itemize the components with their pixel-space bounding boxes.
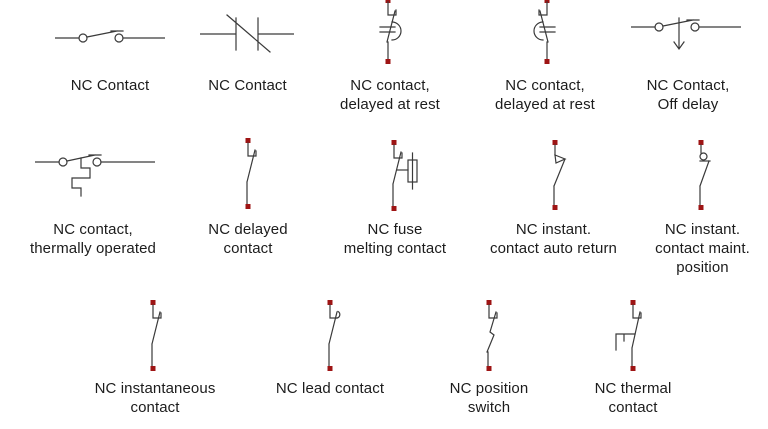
symbol-nc-contact-delayed-rest-right[interactable] <box>368 0 412 64</box>
nc-instantaneous-contact-icon <box>150 300 162 371</box>
symbol-nc-contact-thermally-operated[interactable] <box>35 150 155 200</box>
symbol-nc-contact-crossed[interactable] <box>200 12 294 56</box>
nc-delayed-contact-icon <box>245 138 257 209</box>
symbol-label: NC Contact <box>208 77 287 94</box>
symbol-nc-instant-contact-maint-position[interactable] <box>686 140 716 210</box>
nc-position-switch-icon <box>486 300 498 371</box>
symbol-label: NC position switch <box>449 380 529 416</box>
symbol-label: NC delayed contact <box>208 221 288 257</box>
nc-instant-contact-auto-return-icon <box>552 140 567 210</box>
nc-lead-contact-icon <box>327 300 341 371</box>
nc-contact-off-delay-icon <box>631 17 741 51</box>
symbol-label: NC contact, thermally operated <box>29 221 157 257</box>
symbol-nc-delayed-contact[interactable] <box>233 138 263 210</box>
symbol-label: NC instantaneous contact <box>94 380 216 416</box>
symbol-nc-lead-contact[interactable] <box>315 300 345 372</box>
symbol-label: NC instant. contact auto return <box>490 221 617 257</box>
nc-fuse-melting-contact-icon <box>391 140 418 211</box>
symbol-label: NC Contact, Off delay <box>646 77 730 113</box>
nc-contact-delayed-rest-right-icon <box>379 0 402 64</box>
nc-contact-crossed-icon <box>200 14 294 53</box>
symbol-label: NC thermal contact <box>594 380 672 416</box>
symbol-nc-thermal-contact[interactable] <box>606 300 646 372</box>
symbol-label: NC lead contact <box>275 380 385 397</box>
symbol-nc-position-switch[interactable] <box>474 300 504 372</box>
symbol-nc-contact-off-delay[interactable] <box>631 12 741 56</box>
symbol-nc-contact-delayed-rest-left[interactable] <box>523 0 567 64</box>
symbol-label: NC instant. contact maint. position <box>655 221 750 276</box>
nc-thermal-contact-icon <box>615 300 642 371</box>
nc-contact-delayed-rest-left-icon <box>533 0 556 64</box>
nc-contact-thermally-operated-icon <box>35 154 155 197</box>
symbol-nc-fuse-melting-contact[interactable] <box>378 140 422 212</box>
symbol-label: NC Contact <box>70 77 150 94</box>
symbol-nc-instantaneous-contact[interactable] <box>138 300 168 372</box>
nc-instant-contact-maint-position-icon <box>698 140 711 210</box>
symbol-label: NC contact, delayed at rest <box>340 77 440 113</box>
symbol-nc-instant-contact-auto-return[interactable] <box>540 140 570 210</box>
symbol-nc-contact-horizontal[interactable] <box>55 21 165 55</box>
symbol-label: NC contact, delayed at rest <box>495 77 595 113</box>
nc-contact-horizontal-icon <box>55 30 165 43</box>
symbol-label: NC fuse melting contact <box>343 221 447 257</box>
